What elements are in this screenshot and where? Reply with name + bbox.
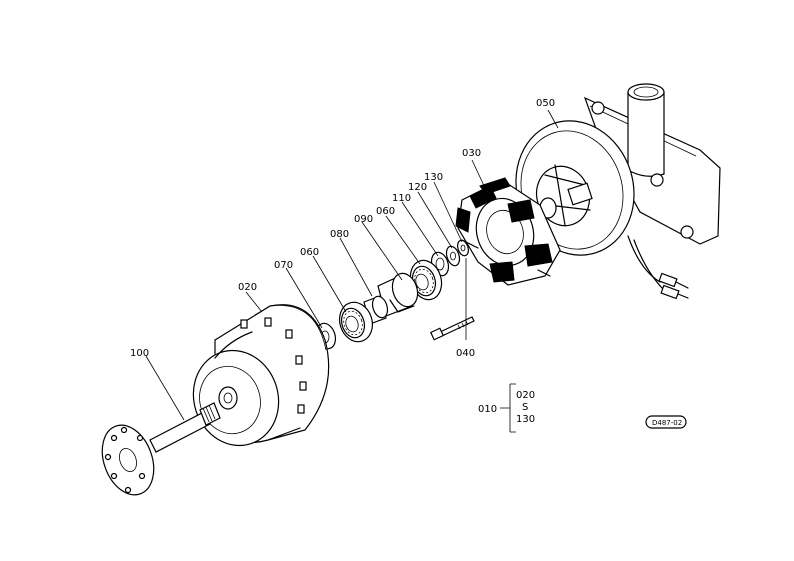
drawing-code: D487-02 (652, 419, 682, 427)
label-080: 080 (330, 229, 349, 240)
label-040: 040 (456, 348, 475, 359)
rotor-drum-020 (192, 304, 330, 447)
label-030: 030 (462, 148, 481, 159)
assembly-id: 010 (478, 404, 497, 415)
assembly-range-end: 130 (516, 414, 535, 425)
assembly-range-start: 020 (516, 390, 535, 401)
shaft-100 (101, 402, 221, 496)
label-050: 050 (536, 98, 555, 109)
label-020: 020 (238, 282, 257, 293)
bearing-060-upper (409, 259, 443, 301)
label-070: 070 (274, 260, 293, 271)
stator-030 (455, 177, 561, 286)
label-110: 110 (392, 193, 411, 204)
label-060-upper: 060 (376, 206, 395, 217)
drawing-code-badge: D487-02 (645, 415, 687, 429)
assembly-range-separator: S (522, 402, 528, 413)
label-090: 090 (354, 214, 373, 225)
label-060-lower: 060 (300, 247, 319, 258)
washer-120 (445, 245, 461, 267)
bearing-060-lower (338, 301, 374, 343)
leader-lines (145, 109, 559, 433)
label-130: 130 (424, 172, 443, 183)
label-120: 120 (408, 182, 427, 193)
label-100: 100 (130, 348, 149, 359)
washer-130 (457, 239, 469, 257)
bolt-040 (429, 316, 475, 341)
spacer-080 (363, 295, 389, 325)
